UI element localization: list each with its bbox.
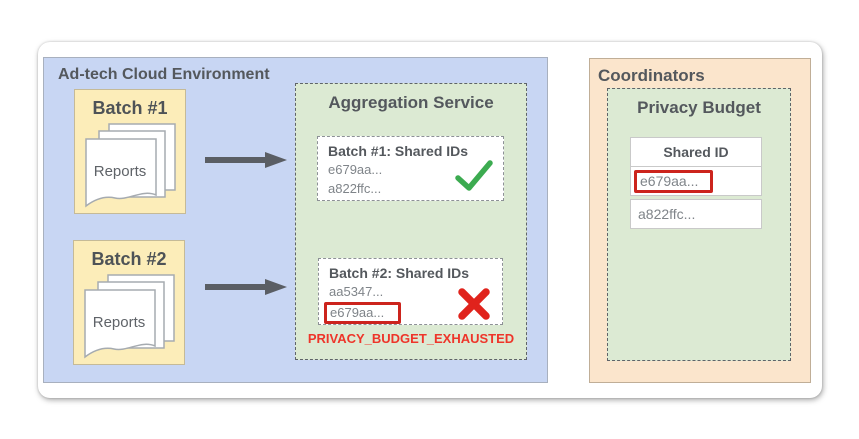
coordinators-box: Coordinators Privacy Budget Shared ID e6…: [589, 58, 811, 383]
adtech-env-box: Ad-tech Cloud Environment Batch #1 Repor…: [43, 57, 548, 383]
table-row: e679aa...: [630, 166, 762, 196]
arrow-right-icon: [205, 152, 287, 168]
shared-id-value: e679aa...: [328, 162, 383, 177]
table-row: a822ffc...: [630, 199, 762, 229]
arrow-right-icon: [205, 279, 287, 295]
batch-2-reports-stack: Reports: [84, 274, 178, 360]
adtech-env-label: Ad-tech Cloud Environment: [58, 66, 270, 83]
aggregation-service-box: Aggregation Service Batch #1: Shared IDs…: [295, 83, 527, 360]
shared-id-duplicate-line: e679aa...: [324, 301, 502, 324]
batch-2-shared-ids-title: Batch #2: Shared IDs: [329, 265, 470, 281]
batch-1-title: Batch #1: [92, 98, 168, 118]
batch-1-reports-stack: Reports: [85, 123, 179, 209]
report-page-icon: [85, 138, 157, 208]
reports-stack-icon: Reports: [85, 123, 176, 208]
diagram-card: Ad-tech Cloud Environment Batch #1 Repor…: [38, 42, 822, 398]
privacy-budget-box: Privacy Budget Shared ID e679aa... a822f…: [607, 88, 791, 361]
coordinators-title: Coordinators: [598, 66, 705, 85]
batch-2-box: Batch #2 Reports: [73, 240, 185, 365]
privacy-budget-exhausted-label: PRIVACY_BUDGET_EXHAUSTED: [307, 331, 515, 346]
batch-1-shared-ids-title: Batch #1: Shared IDs: [328, 143, 469, 159]
reports-stack-icon: Reports: [84, 274, 175, 359]
error-x-icon: [457, 288, 491, 320]
batch-2-flow-arrow: [203, 279, 287, 295]
shared-id-value: a822ffc...: [328, 181, 382, 196]
reports-label: Reports: [93, 314, 146, 331]
exhausted-id-highlight: e679aa...: [634, 169, 714, 193]
privacy-budget-title: Privacy Budget: [637, 98, 761, 117]
batch-2-title: Batch #2: [91, 249, 167, 269]
batch-1-box: Batch #1 Reports: [74, 89, 186, 214]
shared-id-table: Shared ID e679aa... a822ffc...: [630, 137, 762, 229]
shared-id-value: aa5347...: [329, 284, 384, 299]
shared-id-table-header: Shared ID: [630, 137, 762, 167]
reports-label: Reports: [94, 163, 147, 180]
duplicate-id-highlight: e679aa...: [324, 302, 402, 324]
batch-1-flow-arrow: [203, 152, 287, 168]
aggregation-service-title: Aggregation Service: [328, 93, 494, 112]
batch-1-shared-ids-box: Batch #1: Shared IDs e679aa... a822ffc..…: [317, 136, 504, 201]
success-check-icon: [454, 159, 494, 193]
batch-2-shared-ids-box: Batch #2: Shared IDs aa5347... e679aa...: [318, 258, 503, 325]
report-page-icon: [84, 289, 156, 359]
